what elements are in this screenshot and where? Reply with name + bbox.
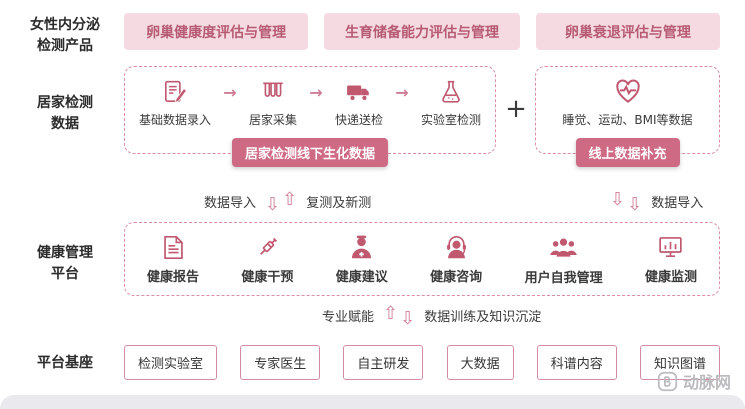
row-label-home-line1: 居家检测 (37, 95, 93, 111)
row-label-home-line2: 数据 (51, 116, 79, 132)
base-row: 检测实验室 专家医生 自主研发 大数据 科谱内容 知识图谱 (124, 345, 720, 380)
product-box-fertility-reserve: 生育储备能力评估与管理 (324, 13, 520, 50)
row-label-platform: 健康管理 平台 (12, 243, 118, 285)
step-label: 居家采集 (248, 113, 297, 127)
platform-item-label: 健康建议 (335, 269, 388, 285)
platform-item-label: 健康监测 (644, 269, 697, 285)
arrow-up-icon: ⇧ (282, 188, 298, 210)
watermark-logo-icon (657, 371, 678, 392)
step-label: 快递送检 (334, 113, 383, 127)
syringe-icon (254, 234, 281, 261)
watermark: 动脉网 (657, 369, 731, 393)
row-label-products-line2: 检测产品 (37, 38, 93, 54)
row-label-home-data: 居家检测 数据 (12, 93, 118, 135)
online-data-label: 睡觉、运动、BMI等数据 (562, 113, 693, 127)
arrow-right-icon: → (223, 83, 237, 102)
base-box-rnd: 自主研发 (343, 345, 424, 380)
data-import-label: 数据导入 (651, 196, 704, 211)
arrow-up-icon: ⇧ (383, 302, 399, 324)
down-arrows: ⇩ ⇩ (610, 188, 643, 215)
row-label-base: 平台基座 (12, 353, 118, 374)
step-label: 实验室检测 (420, 113, 481, 127)
arrow-down-icon: ⇩ (400, 307, 416, 329)
home-testing-box: 基础数据录入 → 居家采集 → (124, 66, 496, 167)
platform-item-health-monitor: 健康监测 (645, 234, 697, 285)
arrow-right-icon: → (395, 83, 409, 102)
bottom-band (0, 395, 745, 409)
step-courier-delivery: 快递送检 (335, 79, 383, 128)
base-box-bigdata: 大数据 (446, 345, 514, 380)
product-box-ovarian-decline: 卵巢衰退评估与管理 (535, 13, 720, 50)
report-icon (160, 234, 187, 261)
retest-label: 复测及新测 (306, 196, 372, 211)
flask-icon (438, 79, 464, 105)
flow-bottom: 专业赋能 ⇧ ⇩ 数据训练及知识沉淀 (322, 302, 542, 329)
platform-item-label: 健康咨询 (430, 269, 483, 285)
row-label-platform-line2: 平台 (51, 266, 79, 282)
plus-sign: + (505, 94, 527, 124)
step-data-entry: 基础数据录入 (139, 79, 211, 128)
empowerment-label: 专业赋能 (322, 310, 375, 325)
home-testing-badge: 居家检测线下生化数据 (231, 138, 389, 167)
down-up-arrows: ⇩ ⇧ (265, 188, 298, 215)
data-training-label: 数据训练及知识沉淀 (424, 310, 542, 325)
platform-item-health-report: 健康报告 (147, 234, 199, 285)
base-box-lab: 检测实验室 (124, 345, 218, 380)
watermark-text: 动脉网 (682, 373, 731, 392)
platform-item-self-management: 用户自我管理 (525, 233, 603, 286)
row-label-products-line1: 女性内分泌 (30, 17, 100, 33)
tubes-icon (260, 79, 286, 105)
platform-item-health-intervention: 健康干预 (241, 234, 293, 285)
step-label: 基础数据录入 (139, 113, 212, 127)
platform-item-label: 健康干预 (241, 269, 294, 285)
online-data-badge: 线上数据补充 (575, 138, 680, 167)
platform-item-label: 用户自我管理 (524, 270, 603, 286)
base-box-experts: 专家医生 (240, 345, 321, 380)
step-lab-test: 实验室检测 (421, 79, 481, 128)
products-row: 卵巢健康度评估与管理 生育储备能力评估与管理 卵巢衰退评估与管理 (124, 13, 720, 50)
row-label-platform-line1: 健康管理 (37, 245, 93, 261)
monitor-icon (657, 234, 684, 261)
row-label-base-line1: 平台基座 (37, 355, 93, 371)
base-box-science-content: 科谱内容 (536, 345, 617, 380)
flow-mid-right: ⇩ ⇩ 数据导入 (610, 188, 704, 215)
arrow-right-icon: → (309, 83, 323, 102)
online-data-box: 睡觉、运动、BMI等数据 线上数据补充 (535, 66, 720, 167)
heart-pulse-icon (613, 76, 643, 106)
edit-icon (162, 79, 188, 105)
doctor-icon (348, 234, 375, 261)
headset-icon (443, 234, 470, 261)
arrow-down-icon: ⇩ (610, 188, 626, 210)
up-down-arrows: ⇧ ⇩ (383, 302, 416, 329)
platform-item-health-advice: 健康建议 (336, 234, 388, 285)
platform-item-label: 健康报告 (147, 269, 200, 285)
arrow-down-icon: ⇩ (627, 193, 643, 215)
row-label-products: 女性内分泌 检测产品 (12, 15, 118, 57)
arrow-down-icon: ⇩ (265, 193, 281, 215)
base-box-knowledge-graph: 知识图谱 (639, 345, 720, 380)
flow-mid-left: 数据导入 ⇩ ⇧ 复测及新测 (204, 188, 372, 215)
platform-item-health-consult: 健康咨询 (430, 234, 482, 285)
users-icon (549, 233, 578, 262)
data-import-label: 数据导入 (204, 196, 257, 211)
truck-icon (346, 79, 372, 105)
platform-box: 健康报告 健康干预 (124, 222, 720, 296)
product-box-ovarian-health: 卵巢健康度评估与管理 (124, 13, 309, 50)
step-home-collection: 居家采集 (249, 79, 297, 128)
